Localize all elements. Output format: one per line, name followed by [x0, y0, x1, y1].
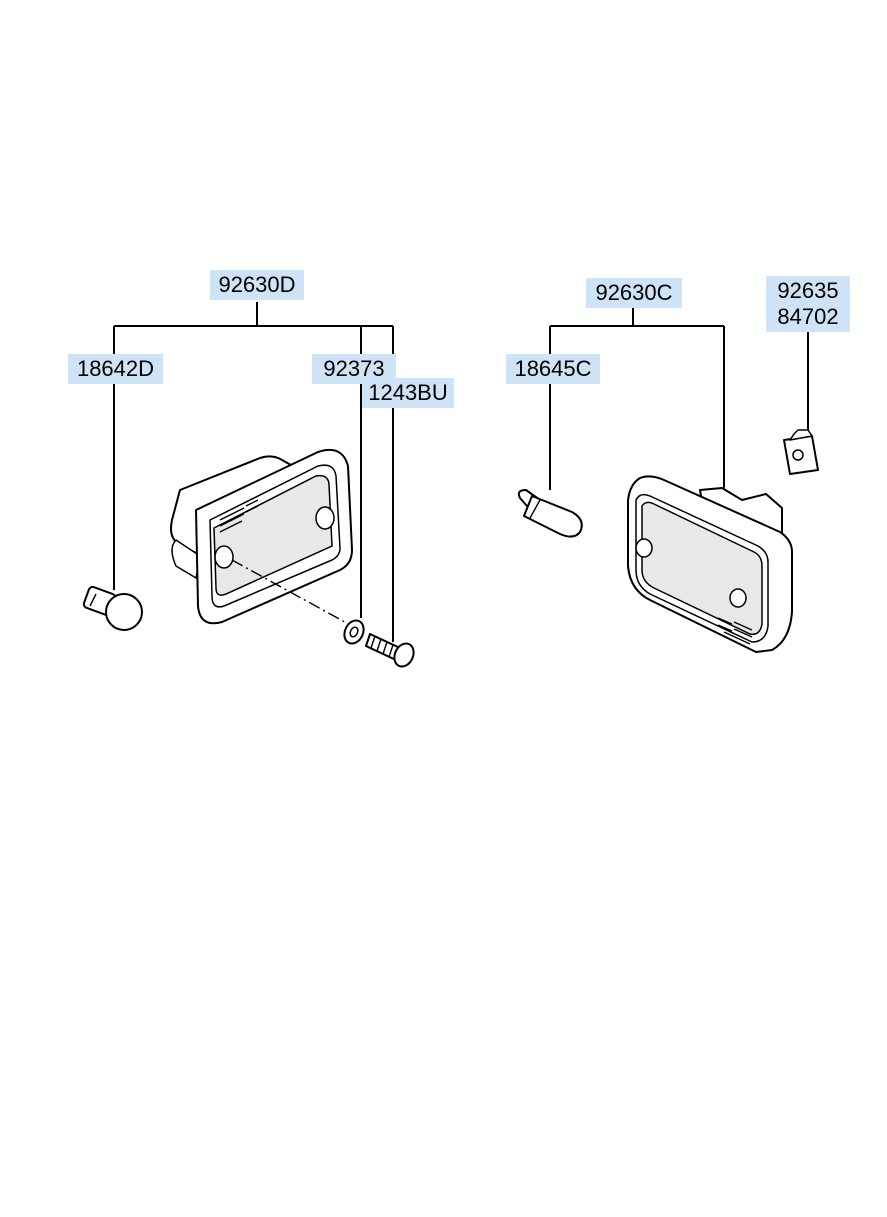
wedge-bulb-icon[interactable] [517, 489, 583, 538]
clip-nut-icon[interactable] [783, 429, 819, 475]
side-marker-lamp-left-icon[interactable] [170, 448, 353, 625]
bulb-left-icon[interactable] [82, 585, 143, 631]
side-marker-lamp-right-icon[interactable] [627, 475, 793, 653]
label-1243bu[interactable]: 1243BU [362, 378, 454, 408]
assembly-centerline [231, 559, 353, 627]
leader-lines-right [549, 306, 809, 490]
label-84702: 84702 [777, 304, 839, 329]
screw-icon[interactable] [365, 633, 417, 670]
label-92635: 92635 [777, 278, 839, 303]
label-92630d[interactable]: 92630D [210, 270, 304, 300]
label-clip-codes[interactable]: 92635 84702 [766, 276, 850, 332]
label-18642d[interactable]: 18642D [68, 354, 163, 384]
label-92630c[interactable]: 92630C [586, 278, 682, 308]
label-18645c[interactable]: 18645C [506, 354, 600, 384]
washer-icon[interactable] [341, 617, 367, 646]
